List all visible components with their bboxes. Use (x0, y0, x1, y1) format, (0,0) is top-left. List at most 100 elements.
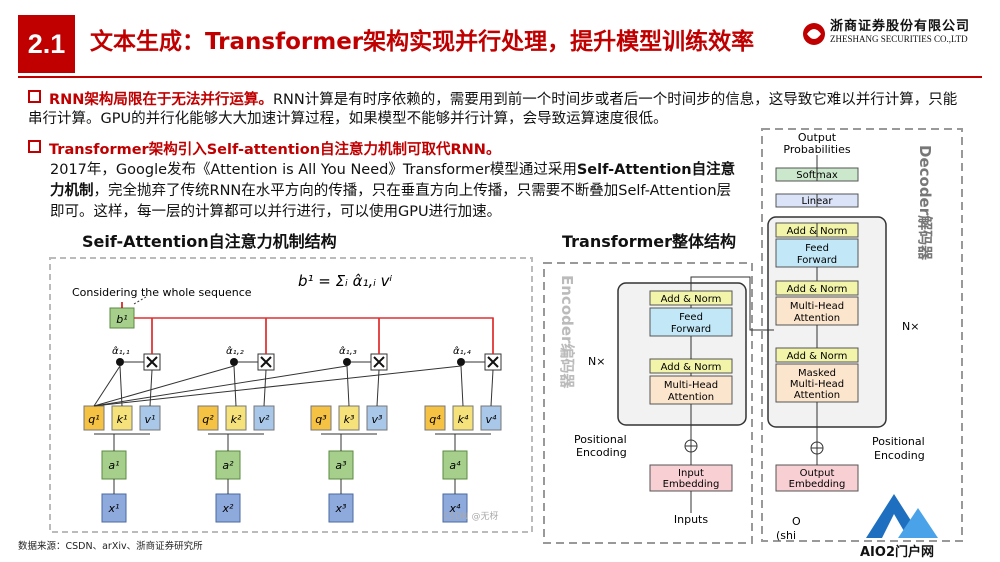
decoder-label: Decoder解码器 (916, 145, 934, 261)
sa-alpha-dot-1 (116, 358, 124, 366)
sa-x-box-2 (215, 493, 241, 523)
sa-x-label-4: x⁴ (449, 502, 462, 515)
sa-x-box-4 (442, 493, 468, 523)
svg-text:Attention: Attention (668, 392, 714, 403)
sa-a-label-3: a³ (335, 459, 347, 472)
bullet-lead: Transformer架构引入Self-attention自注意力机制可取代RN… (49, 142, 501, 158)
encoder-nx: N× (588, 355, 605, 368)
csdn-watermark: CSDN @无枒 (443, 510, 499, 522)
svg-text:Attention: Attention (794, 390, 840, 401)
aio2-brand-text: AIO2门户网 (860, 544, 934, 560)
svg-text:Attention: Attention (794, 313, 840, 324)
svg-text:Embedding: Embedding (663, 479, 720, 490)
decoder-nx: N× (902, 320, 919, 333)
sa-v-label-1: v¹ (145, 413, 156, 426)
sa-x-label-1: x¹ (108, 502, 120, 515)
positional-encoding-right-2: Encoding (874, 449, 925, 462)
bullet-lead: RNN架构局限在于无法并行运算。 (49, 92, 273, 108)
svg-text:Probabilities: Probabilities (783, 143, 850, 156)
sa-q-box-3 (310, 405, 332, 431)
decoder-frame (761, 128, 963, 542)
transformer-diagram-title: Transformer整体结构 (562, 232, 737, 251)
sa-alpha-label-3: α̂₁,₃ (339, 345, 357, 357)
svg-text:Add & Norm: Add & Norm (787, 351, 848, 362)
positional-encoding-left: Positional (574, 433, 627, 446)
decoder-add-norm-2: Add & Norm (775, 280, 859, 296)
bullet-square-icon (28, 140, 41, 153)
bullet-rnn-limitation: RNN架构局限在于无法并行运算。RNN计算是有时序依赖的，需要用到前一个时间步或… (28, 90, 968, 129)
sa-v-label-3: v³ (372, 413, 384, 426)
bullet-transformer-body: 2017年，Google发布《Attention is All You Need… (50, 160, 740, 223)
aio2-logo-icon: AIO2门户网 (860, 494, 938, 560)
sa-alpha-dot-3 (343, 358, 351, 366)
sa-k-label-2: k² (231, 413, 242, 426)
page-title: 文本生成：Transformer架构实现并行处理，提升模型训练效率 (90, 29, 755, 55)
svg-text:Forward: Forward (671, 324, 711, 335)
inputs-label: Inputs (674, 513, 708, 526)
bullet-text: RNN计算是有时序依赖的，需要用到前一个时间步或者后一个时间步的信息，这导致它难… (28, 92, 958, 127)
svg-text:Output: Output (798, 131, 837, 144)
svg-text:Multi-Head: Multi-Head (790, 379, 844, 390)
sa-q-label-3: q³ (315, 413, 327, 426)
section-number-badge: 2.1 (18, 15, 75, 73)
svg-text:Feed: Feed (805, 243, 829, 254)
encoder-label: Encoder编码器 (558, 275, 576, 389)
svg-text:Add & Norm: Add & Norm (661, 294, 722, 305)
svg-text:Feed: Feed (679, 312, 703, 323)
body-bold-text: Self-Attention自注意力机制 (50, 162, 736, 199)
body-text: 2017年，Google发布《Attention is All You Need… (50, 162, 577, 178)
b1-label: b¹ (116, 313, 127, 326)
svg-text:Add & Norm: Add & Norm (661, 362, 722, 373)
data-source-note: 数据来源：CSDN、arXiv、浙商证券研究所 (18, 541, 203, 552)
sa-x-label-3: x³ (335, 502, 348, 515)
svg-text:Forward: Forward (797, 255, 837, 266)
sa-alpha-dot-2 (230, 358, 238, 366)
sa-k-label-1: k¹ (117, 413, 128, 426)
outputs-label: O (792, 515, 801, 528)
formula: b¹ = Σᵢ α̂₁,ᵢ vⁱ (298, 272, 393, 290)
outputs-shifted-label: (shi (776, 529, 796, 542)
svg-text:Add & Norm: Add & Norm (787, 284, 848, 295)
sa-x-box-1 (101, 493, 127, 523)
sa-q-label-2: q² (202, 413, 214, 426)
sa-a-box-1 (101, 450, 127, 480)
bullet-transformer-heading: Transformer架构引入Self-attention自注意力机制可取代RN… (28, 140, 728, 160)
svg-text:Input: Input (678, 468, 704, 479)
sa-alpha-dot-4 (457, 358, 465, 366)
whole-sequence-caption: Considering the whole sequence (72, 286, 252, 299)
sa-alpha-label-1: α̂₁,₁ (112, 345, 130, 357)
svg-text:Multi-Head: Multi-Head (790, 301, 844, 312)
header-divider (18, 76, 982, 78)
sa-q-box-2 (197, 405, 219, 431)
encoder-frame (543, 262, 753, 544)
logo-english-name: ZHESHANG SECURITIES CO.,LTD (830, 34, 968, 44)
bullet-square-icon (28, 90, 41, 103)
sa-k-label-3: k³ (344, 413, 355, 426)
sa-alpha-label-4: α̂₁,₄ (453, 345, 471, 357)
sa-a-box-2 (215, 450, 241, 480)
sa-q-label-1: q¹ (88, 413, 99, 426)
svg-text:Masked: Masked (798, 368, 836, 379)
sa-a-label-2: a² (222, 459, 234, 472)
svg-text:Embedding: Embedding (789, 479, 846, 490)
sa-a-label-1: a¹ (108, 459, 119, 472)
self-attention-diagram-title: Seif-Attention自注意力机制结构 (82, 232, 337, 251)
sa-a-label-4: a⁴ (449, 459, 461, 472)
sa-v-label-2: v² (259, 413, 271, 426)
body-text: ，完全抛弃了传统RNN在水平方向的传播，只在垂直方向上传播，只需要不断叠加Sel… (50, 183, 732, 220)
positional-encoding-right: Positional (872, 435, 925, 448)
svg-text:Multi-Head: Multi-Head (664, 380, 718, 391)
company-logo (803, 23, 825, 45)
sa-q-box-4 (424, 405, 446, 431)
sa-v-label-4: v⁴ (486, 413, 498, 426)
sa-alpha-label-2: α̂₁,₂ (226, 345, 244, 357)
svg-text:Output: Output (800, 468, 835, 479)
